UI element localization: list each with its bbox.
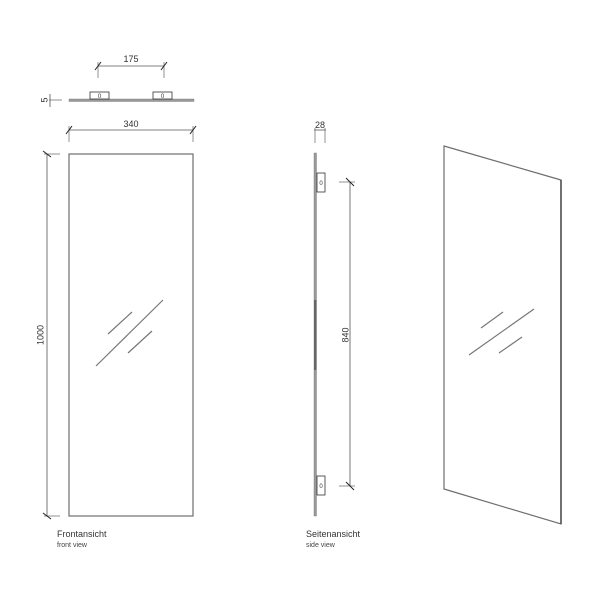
dim-label-1000: 1000 (35, 325, 45, 345)
dimension-1000: 1000 (35, 150, 60, 520)
side-view-subtitle: side view (306, 542, 336, 549)
front-mirror-outline (68, 153, 194, 517)
dim-label-340: 340 (123, 119, 138, 129)
dim-label-840: 840 (340, 327, 350, 342)
side-view: 28 0 0 840 Seitenansicht side view (306, 120, 361, 549)
dim-label-5: 5 (39, 97, 49, 102)
top-bracket-left (89, 91, 110, 100)
bracket-mark: 0 (319, 484, 323, 490)
perspective-view (443, 145, 562, 525)
dimension-5: 5 (39, 94, 62, 107)
top-bracket-right (152, 91, 173, 100)
bracket-mark: 0 (319, 181, 323, 187)
front-view: 340 1000 Frontansicht front view (35, 119, 197, 549)
dim-label-175: 175 (123, 54, 138, 64)
side-view-title: Seitenansicht (306, 529, 361, 539)
top-plate (68, 98, 195, 102)
bracket-mark: 0 (161, 94, 165, 100)
reflection-icon (95, 299, 164, 367)
side-bracket-bottom (316, 475, 326, 496)
side-plate-shade (314, 300, 317, 370)
front-view-subtitle: front view (57, 542, 88, 549)
reflection-icon (468, 308, 535, 356)
bracket-mark: 0 (98, 94, 102, 100)
dimension-840: 840 (339, 177, 355, 491)
side-bracket-top (316, 172, 326, 193)
dimension-175: 175 (94, 54, 168, 78)
dimension-340: 340 (65, 119, 197, 142)
top-view: 175 0 0 5 (39, 54, 195, 107)
front-view-title: Frontansicht (57, 529, 107, 539)
dimension-28: 28 (314, 120, 326, 143)
dim-label-28: 28 (315, 120, 325, 130)
perspective-mirror-outline (443, 145, 562, 525)
